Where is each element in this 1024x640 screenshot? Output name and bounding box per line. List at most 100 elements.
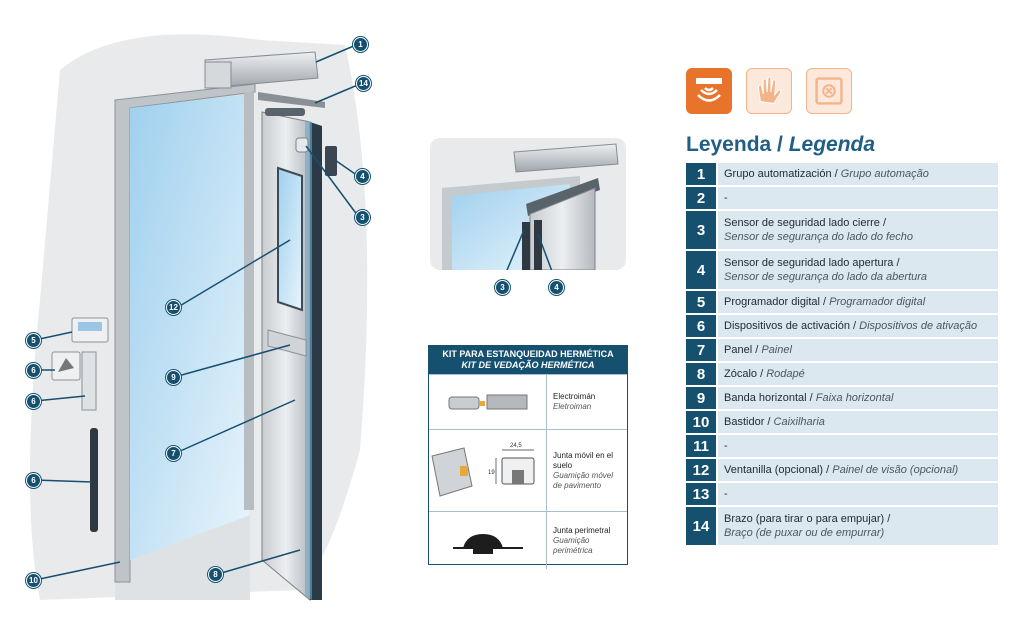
legend-text-es: Ventanilla (opcional) [724,464,824,476]
legend-text-es: Bastidor [724,416,765,428]
legend-text: Grupo automatización / Grupo automação [716,163,998,185]
legend-text-pt: Caixilharia [773,416,825,428]
kit-title-es: KIT PARA ESTANQUEIDAD HERMÉTICA [442,349,614,359]
legend-number: 3 [686,211,716,249]
callout-14: 14 [356,76,371,91]
callout-1: 1 [353,37,368,52]
legend-text: Sensor de seguridad lado cierre / Sensor … [716,211,998,249]
legend-text-sep: / [752,344,762,356]
vision-panel [277,166,303,312]
legend-number: 7 [686,339,716,361]
kit-row-floor-seal: 24,5 19 Junta móvil en el suelo Guamição… [429,429,627,511]
legend-text-pt: Sensor de segurança do lado da abertura [724,271,928,283]
sensor [295,137,309,153]
kit-header: KIT PARA ESTANQUEIDAD HERMÉTICA KIT DE V… [429,346,627,374]
legend-text-sep: / [764,416,774,428]
legend-text-sep: / [806,392,816,404]
kit-item-1-es: Electroimán [553,392,596,401]
legend-text-es: Sensor de seguridad lado cierre / [724,217,887,229]
detail-callout-3: 3 [495,280,510,295]
electromagnet-image [429,375,547,429]
legend-text: Programador digital / Programador digita… [716,291,998,313]
callout-8: 8 [208,567,223,582]
detail-callout-4: 4 [549,280,564,295]
legend-text: - [716,435,998,457]
legend-text-es: Programador digital [724,296,820,308]
legend-row: 10 Bastidor / Caixilharia [686,411,998,433]
legend-text-sep: / [831,168,841,180]
callout-4: 4 [355,169,370,184]
kit-row-perimeter-seal: Junta perimetral Guamição perimétrica [429,511,627,569]
legend-text-pt: Rodapé [766,368,805,380]
legend-text: - [716,483,998,505]
legend-text-es: Banda horizontal [724,392,807,404]
callout-7: 7 [166,446,181,461]
arm [258,92,325,108]
legend-text-sep: / [757,368,767,380]
callout-6c: 6 [26,473,41,488]
legend-number: 11 [686,435,716,457]
legend-text-es: Brazo (para tirar o para empujar) / [724,513,891,525]
legend-text-pt: Programador digital [829,296,926,308]
safe-icon [806,68,852,114]
kit-item-3-es: Junta perimetral [553,525,611,535]
legend-text-sep: / [849,320,860,332]
kit-row-electromagnet: Electroimán Eletroiman [429,374,627,429]
legend-number: 2 [686,187,716,209]
legend-number: 10 [686,411,716,433]
callout-10: 10 [26,573,41,588]
legend-text-es: Panel [724,344,753,356]
legend-text: - [716,187,998,209]
perimeter-seal-image [429,512,547,569]
legend-text-pt: Painel [761,344,792,356]
callout-9: 9 [166,370,181,385]
callout-3: 3 [355,210,370,225]
legend-number: 6 [686,315,716,337]
kit-title-pt: KIT DE VEDAÇÃO HERMÉTICA [461,360,595,370]
legend-text: Sensor de seguridad lado apertura /Senso… [716,251,998,289]
legend-number: 12 [686,459,716,481]
callout-6b: 6 [26,394,41,409]
seal-dimension-height: 19 [488,470,495,476]
legend-title-es: Leyenda [686,133,772,156]
hand-icon [746,68,792,114]
legend-number: 5 [686,291,716,313]
detail-illustration [430,138,626,270]
legend-text-sep: / [820,296,830,308]
legend-text: Panel / Painel [716,339,998,361]
floor-seal-image: 24,5 19 [429,430,547,511]
legend-text-es: - [724,488,728,500]
legend-number: 8 [686,363,716,385]
horizontal-band [267,329,307,357]
seal-dimension-width: 24,5 [510,443,522,449]
legend-title-pt: Legenda [788,133,876,156]
legend-row: 2- [686,187,998,209]
callout-6a: 6 [26,363,41,378]
legend-text-es: Zócalo [724,368,758,380]
legend-text-pt: Sensor de segurança do lado do fecho [724,231,913,243]
legend-text-es: - [724,440,728,452]
kit-item-2-pt: Guamição móvel de pavimento [553,470,614,490]
legend-row: 13- [686,483,998,505]
legend-text-pt: Grupo automação [840,168,929,180]
legend-title: Leyenda / Legenda [686,133,875,157]
callout-5: 5 [26,333,41,348]
legend-text-pt: Dispositivos de ativação [859,320,978,332]
legend-number: 13 [686,483,716,505]
legend-number: 4 [686,251,716,289]
legend-text: Ventanilla (opcional) / Painel de visão … [716,459,998,481]
legend-text: Zócalo / Rodapé [716,363,998,385]
legend-text: Banda horizontal / Faixa horizontal [716,387,998,409]
sensor-icon [686,68,732,114]
legend-text-pt: Painel de visão (opcional) [832,464,959,476]
jamb [244,92,254,510]
